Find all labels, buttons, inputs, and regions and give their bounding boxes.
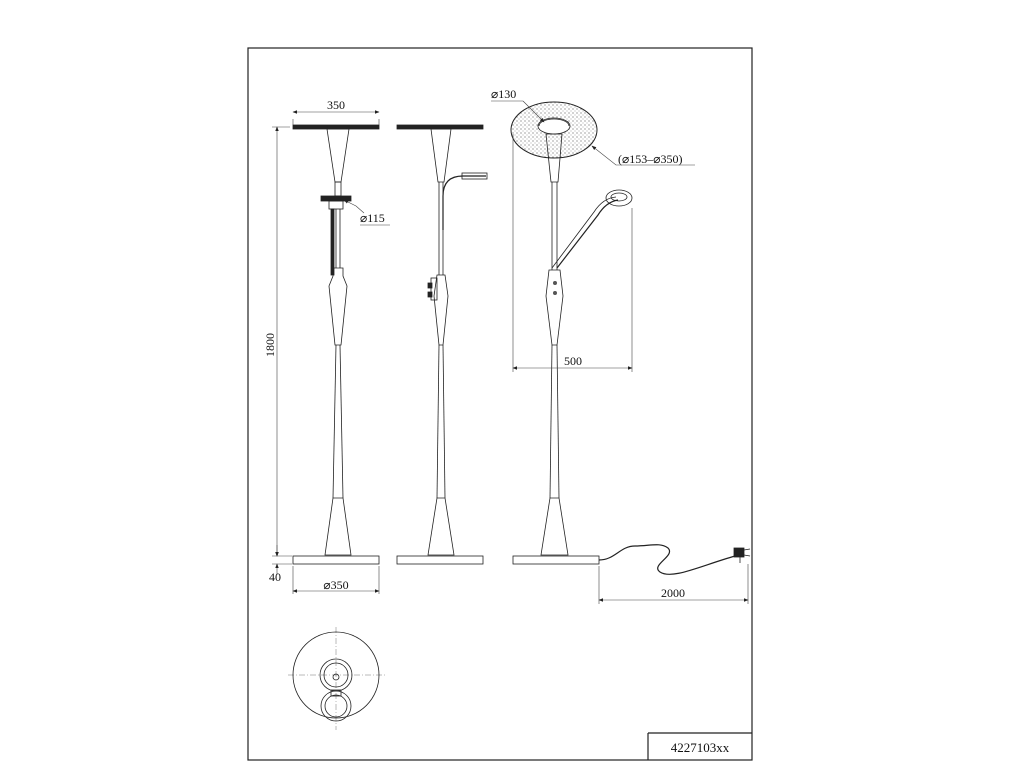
top-view [288, 627, 386, 730]
side-view [396, 124, 488, 565]
base-height-label: 40 [269, 570, 281, 584]
cable-length-label: 2000 [661, 586, 685, 600]
base-diameter-label: ⌀350 [323, 578, 348, 592]
reading-head-label: ⌀115 [360, 211, 385, 225]
height-label: 1800 [263, 333, 277, 357]
product-code-box: 4227103xx [647, 732, 752, 760]
perspective-view: ⌀130 (⌀153–⌀350) 500 2000 [491, 87, 751, 604]
front-view: 350 1800 40 ⌀350 ⌀115 [263, 98, 390, 594]
drawing-frame [247, 47, 753, 761]
shade-width-label: 350 [327, 98, 345, 112]
top-dish-range-label: (⌀153–⌀350) [618, 152, 682, 166]
arm-reach-label: 500 [564, 354, 582, 368]
top-dish-label: ⌀130 [491, 87, 516, 101]
product-code: 4227103xx [671, 740, 730, 755]
